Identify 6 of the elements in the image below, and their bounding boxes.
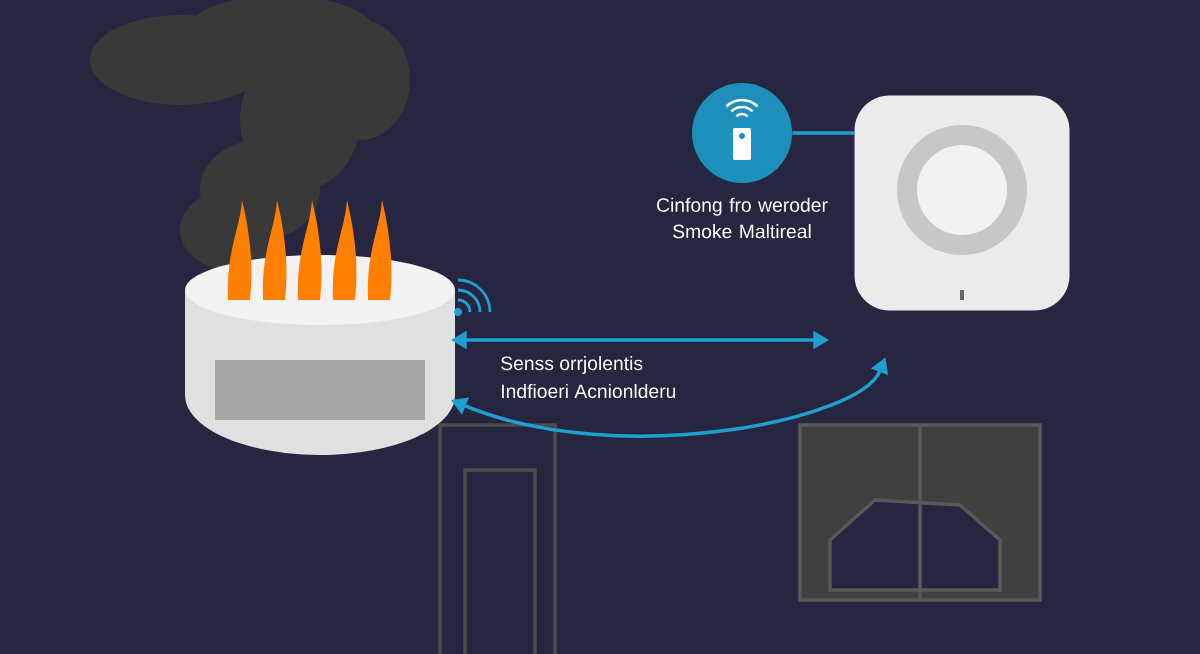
caption-text: Cinfong fro weroder Smoke Maltireal	[657, 197, 828, 239]
phone-signal-icon	[692, 83, 792, 183]
smoke-detector-drawing	[185, 200, 455, 455]
hub-drawing	[854, 95, 1070, 311]
label-text: Indfioeri Acnionlderu	[502, 383, 676, 399]
label-text: Senss orrjolentis	[501, 356, 643, 374]
